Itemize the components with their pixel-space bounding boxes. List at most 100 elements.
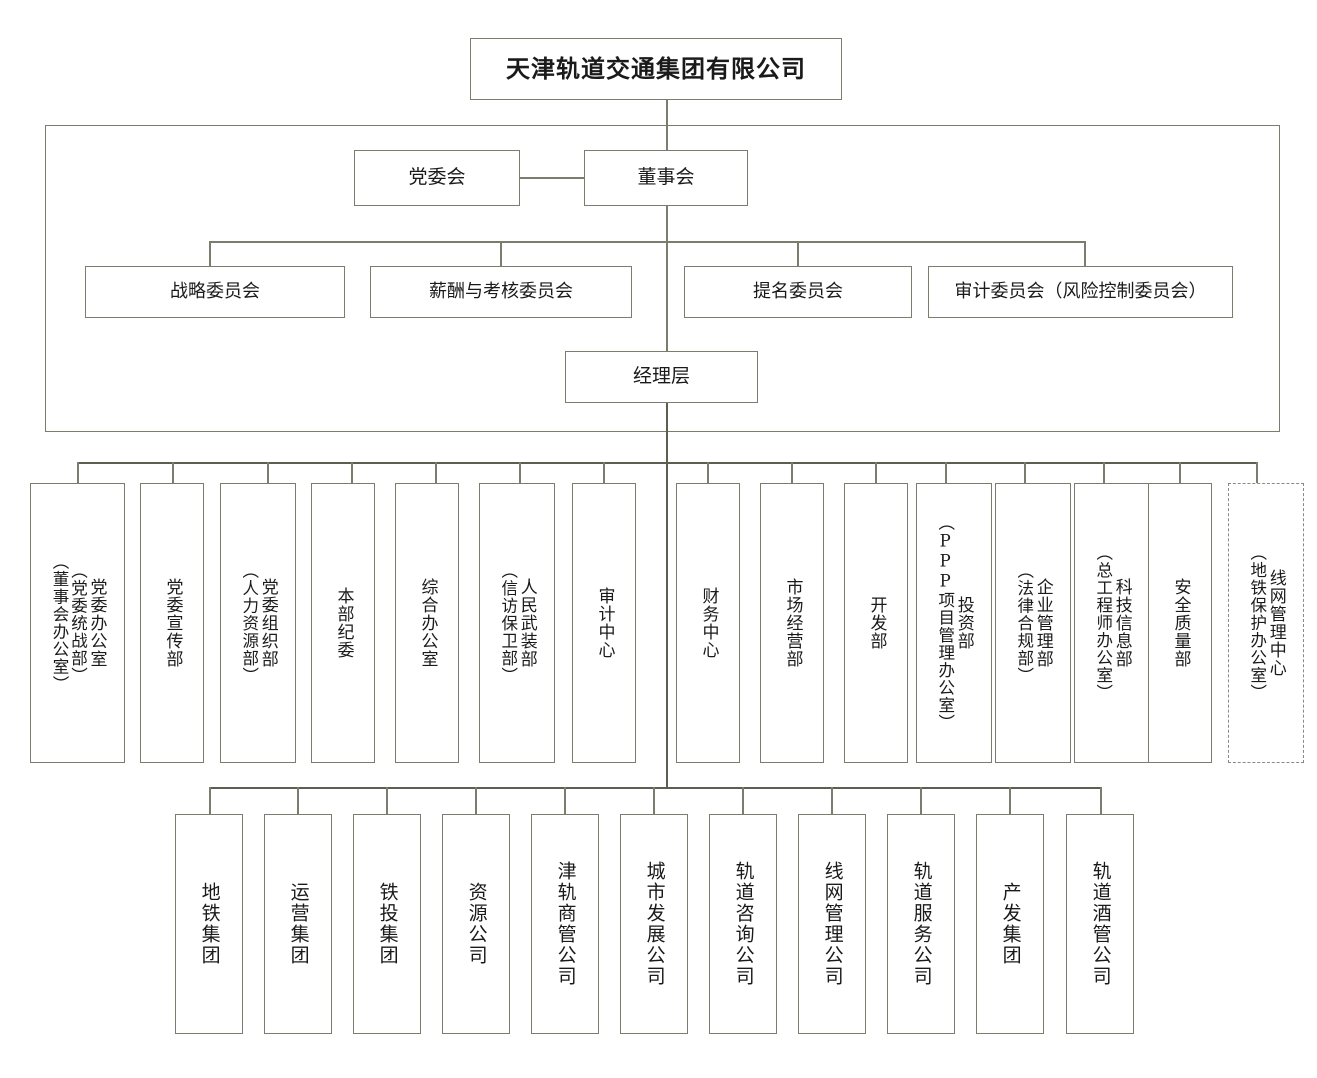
dept-label-6-alt1: （信访保卫部） bbox=[498, 561, 518, 685]
connector-sub-4 bbox=[475, 787, 477, 814]
main-trunk-line bbox=[666, 403, 669, 789]
dept-label-5-main: 综合办公室 bbox=[417, 578, 438, 668]
dept-label-12-main: 企业管理部 bbox=[1032, 578, 1053, 668]
subsidiary-box-7: 轨道咨询公司 bbox=[709, 814, 777, 1034]
connector-sub-7 bbox=[742, 787, 744, 814]
audit-committee-label: 审计委员会（风险控制委员会） bbox=[954, 280, 1207, 302]
node-compensation-committee: 薪酬与考核委员会 bbox=[370, 266, 632, 318]
dept-label-1-alt2: （董事会办公室） bbox=[49, 553, 69, 693]
subsidiary-box-1: 地铁集团 bbox=[175, 814, 243, 1034]
dept-label-2-main: 党委宣传部 bbox=[162, 578, 183, 668]
connector-dept-13 bbox=[1103, 462, 1105, 483]
connector-dept-7 bbox=[603, 462, 605, 483]
connector-sub-2 bbox=[297, 787, 299, 814]
connector-root-to-frame bbox=[666, 100, 668, 125]
connector-dept-5 bbox=[435, 462, 437, 483]
dept-box-8: 财务中心 bbox=[676, 483, 740, 763]
dept-box-12: 企业管理部 （法律合规部） bbox=[995, 483, 1071, 763]
dept-box-6: 人民武装部 （信访保卫部） bbox=[479, 483, 555, 763]
dept-label-8-main: 财务中心 bbox=[698, 587, 719, 659]
connector-sub-3 bbox=[386, 787, 388, 814]
dept-box-3: 党委组织部 （人力资源部） bbox=[220, 483, 296, 763]
dept-box-14: 安全质量部 bbox=[1148, 483, 1212, 763]
dept-label-11-main: 投资部 bbox=[953, 596, 974, 650]
nomination-committee-label: 提名委员会 bbox=[753, 280, 843, 302]
subsidiary-label-7: 轨道咨询公司 bbox=[732, 861, 755, 987]
subsidiary-bus bbox=[209, 787, 1101, 790]
subsidiary-label-11: 轨道酒管公司 bbox=[1089, 861, 1112, 987]
subsidiary-label-4: 资源公司 bbox=[465, 882, 488, 966]
dept-label-1-main: 党委办公室 bbox=[86, 578, 107, 668]
department-bus bbox=[77, 462, 1257, 465]
governance-frame bbox=[45, 125, 1280, 432]
dept-label-3-main: 党委组织部 bbox=[257, 578, 278, 668]
connector-dept-15 bbox=[1256, 462, 1258, 483]
node-board-of-directors: 董事会 bbox=[584, 150, 748, 206]
connector-board-down bbox=[666, 206, 668, 241]
subsidiary-box-8: 线网管理公司 bbox=[798, 814, 866, 1034]
connector-dept-8 bbox=[707, 462, 709, 483]
dept-box-7: 审计中心 bbox=[572, 483, 636, 763]
dept-label-15-alt1: （地铁保护办公室） bbox=[1247, 544, 1267, 702]
connector-dept-3 bbox=[267, 462, 269, 483]
dept-box-11: 投资部 （PPP项目管理办公室） bbox=[916, 483, 992, 763]
connector-sub-10 bbox=[1009, 787, 1011, 814]
dept-label-12-alt1: （法律合规部） bbox=[1014, 561, 1034, 685]
dept-label-15-main: 线网管理中心 bbox=[1265, 569, 1286, 677]
subsidiary-box-6: 城市发展公司 bbox=[620, 814, 688, 1034]
root-node-label: 天津轨道交通集团有限公司 bbox=[506, 54, 806, 83]
strategy-committee-label: 战略委员会 bbox=[170, 280, 260, 302]
subsidiary-label-5: 津轨商管公司 bbox=[554, 861, 577, 987]
dept-box-4: 本部纪委 bbox=[311, 483, 375, 763]
dept-label-13-main: 科技信息部 bbox=[1111, 578, 1132, 668]
dept-label-1-alt1: （党委统战部） bbox=[68, 561, 88, 685]
management-layer-label: 经理层 bbox=[632, 365, 690, 388]
subsidiary-box-2: 运营集团 bbox=[264, 814, 332, 1034]
dept-label-3-alt1: （人力资源部） bbox=[239, 561, 259, 685]
board-label: 董事会 bbox=[637, 166, 695, 189]
connector-committee-4 bbox=[1084, 241, 1086, 266]
node-nomination-committee: 提名委员会 bbox=[684, 266, 912, 318]
connector-dept-10 bbox=[875, 462, 877, 483]
dept-label-14-main: 安全质量部 bbox=[1170, 578, 1191, 668]
subsidiary-box-5: 津轨商管公司 bbox=[531, 814, 599, 1034]
node-party-committee: 党委会 bbox=[354, 150, 520, 206]
connector-sub-11 bbox=[1100, 787, 1102, 814]
connector-committee-2 bbox=[500, 241, 502, 266]
node-strategy-committee: 战略委员会 bbox=[85, 266, 345, 318]
dept-label-10-main: 开发部 bbox=[866, 596, 887, 650]
subsidiary-label-1: 地铁集团 bbox=[198, 882, 221, 966]
subsidiary-box-4: 资源公司 bbox=[442, 814, 510, 1034]
subsidiary-label-3: 铁投集团 bbox=[376, 882, 399, 966]
dept-box-13: 科技信息部 （总工程师办公室） bbox=[1074, 483, 1150, 763]
connector-committee-3 bbox=[797, 241, 799, 266]
node-management-layer: 经理层 bbox=[565, 351, 758, 403]
dept-box-9: 市场经营部 bbox=[760, 483, 824, 763]
dept-label-6-main: 人民武装部 bbox=[516, 578, 537, 668]
root-node-company: 天津轨道交通集团有限公司 bbox=[470, 38, 842, 100]
dept-label-9-main: 市场经营部 bbox=[782, 578, 803, 668]
dept-box-1: 党委办公室 （党委统战部） （董事会办公室） bbox=[30, 483, 125, 763]
connector-dept-4 bbox=[351, 462, 353, 483]
connector-sub-9 bbox=[920, 787, 922, 814]
committee-bus bbox=[209, 241, 1084, 243]
dept-label-4-main: 本部纪委 bbox=[333, 587, 354, 659]
dept-label-7-main: 审计中心 bbox=[594, 587, 615, 659]
dept-box-10: 开发部 bbox=[844, 483, 908, 763]
subsidiary-label-8: 线网管理公司 bbox=[821, 861, 844, 987]
subsidiary-box-9: 轨道服务公司 bbox=[887, 814, 955, 1034]
dept-label-11-alt1: （PPP项目管理办公室） bbox=[935, 514, 955, 732]
connector-bus-to-management bbox=[666, 241, 668, 351]
connector-dept-14 bbox=[1179, 462, 1181, 483]
connector-party-board bbox=[520, 177, 584, 179]
node-audit-committee: 审计委员会（风险控制委员会） bbox=[928, 266, 1233, 318]
connector-dept-6 bbox=[519, 462, 521, 483]
dept-label-13-alt1: （总工程师办公室） bbox=[1093, 544, 1113, 702]
connector-sub-5 bbox=[564, 787, 566, 814]
connector-dept-9 bbox=[791, 462, 793, 483]
subsidiary-label-10: 产发集团 bbox=[999, 882, 1022, 966]
subsidiary-box-10: 产发集团 bbox=[976, 814, 1044, 1034]
connector-sub-8 bbox=[831, 787, 833, 814]
connector-sub-6 bbox=[653, 787, 655, 814]
